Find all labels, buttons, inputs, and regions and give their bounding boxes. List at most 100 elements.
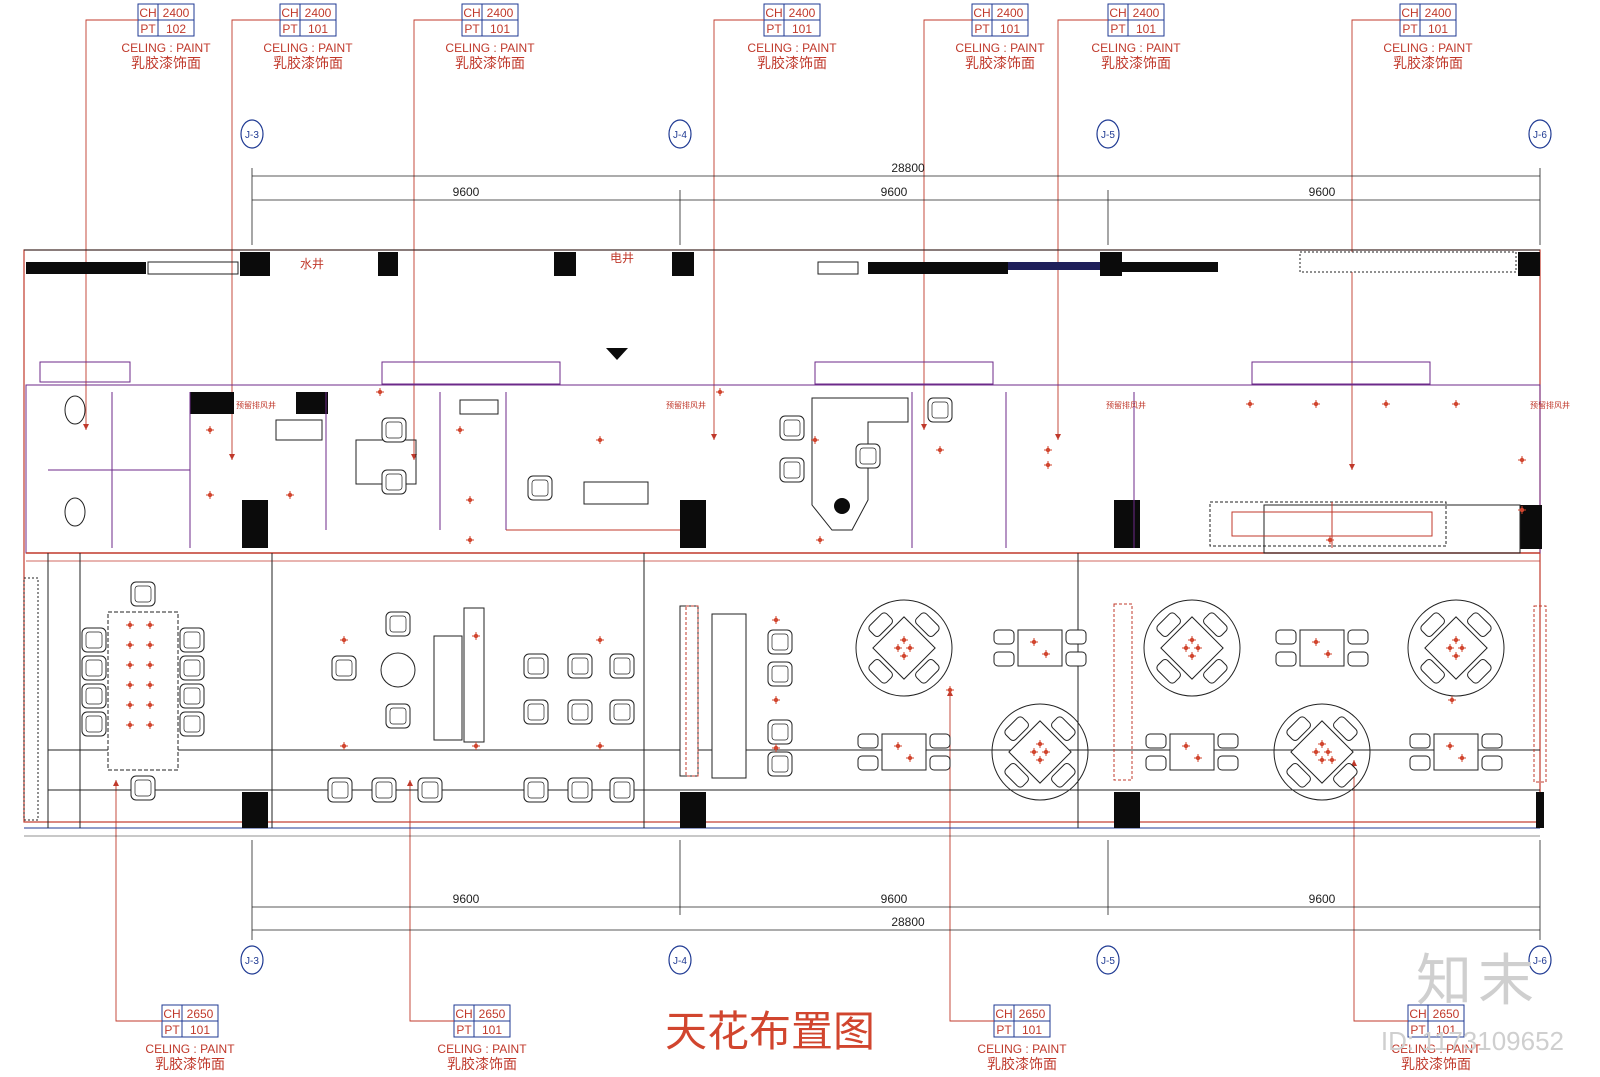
top-tag-6-pt-value: 101 <box>1136 22 1156 36</box>
top-tag-2-ch-label: CH <box>281 6 298 20</box>
top-tag-5-material-cn: 乳胶漆饰面 <box>965 55 1035 72</box>
axis-label-bottom-1: J-3 <box>245 956 259 967</box>
top-tag-7-ch-value: 2400 <box>1425 6 1452 20</box>
top-tag-2-ch-value: 2400 <box>305 6 332 20</box>
top-tag-1-pt-value: 102 <box>166 22 186 36</box>
bottom-tag-1-material-cn: 乳胶漆饰面 <box>155 1056 225 1073</box>
exhaust-note-3: 预留排风井 <box>1106 400 1146 410</box>
bottom-tag-2-material-cn: 乳胶漆饰面 <box>447 1056 517 1073</box>
furniture <box>64 395 1547 803</box>
top-tag-7-material-cn: 乳胶漆饰面 <box>1393 55 1463 72</box>
top-tag-2-pt-value: 101 <box>308 22 328 36</box>
top-tag-3-ch-label: CH <box>463 6 480 20</box>
top-tag-3-material-en: CELING : PAINT <box>445 41 535 55</box>
exhaust-note-4: 预留排风井 <box>1530 400 1570 410</box>
bottom-tag-4-ch-value: 2650 <box>1433 1007 1460 1021</box>
bottom-tag-3-material-en: CELING : PAINT <box>977 1042 1067 1056</box>
dim-bay-bottom-2: 9600 <box>881 892 908 906</box>
top-tag-1-material-cn: 乳胶漆饰面 <box>131 55 201 72</box>
drawing-title: 天花布置图 <box>665 1007 875 1056</box>
axis-markers <box>240 119 1552 975</box>
dim-bay-top-1: 9600 <box>453 185 480 199</box>
top-tag-3-pt-value: 101 <box>490 22 510 36</box>
dim-bay-bottom-3: 9600 <box>1309 892 1336 906</box>
top-tag-7-pt-value: 101 <box>1428 22 1448 36</box>
exhaust-note-1: 预留排风井 <box>236 400 276 410</box>
top-tag-6-material-en: CELING : PAINT <box>1091 41 1181 55</box>
bottom-tag-3-material-cn: 乳胶漆饰面 <box>987 1056 1057 1073</box>
electric-well-label: 电井 <box>610 251 634 265</box>
building-outline <box>23 249 1544 837</box>
axis-label-top-2: J-4 <box>673 130 687 141</box>
top-tag-5-material-en: CELING : PAINT <box>955 41 1045 55</box>
bottom-tag-2-material-en: CELING : PAINT <box>437 1042 527 1056</box>
top-tag-6-pt-label: PT <box>1110 22 1126 36</box>
top-tag-1-material-en: CELING : PAINT <box>121 41 211 55</box>
top-tag-7-pt-label: PT <box>1402 22 1418 36</box>
top-tag-2-material-cn: 乳胶漆饰面 <box>273 55 343 72</box>
top-tag-4-material-en: CELING : PAINT <box>747 41 837 55</box>
top-tag-7-material-en: CELING : PAINT <box>1383 41 1473 55</box>
top-tag-3-ch-value: 2400 <box>487 6 514 20</box>
bottom-tag-3-ch-value: 2650 <box>1019 1007 1046 1021</box>
top-tag-3-pt-label: PT <box>464 22 480 36</box>
bottom-tag-2-ch-value: 2650 <box>479 1007 506 1021</box>
dimension-lines-bottom <box>251 840 1541 940</box>
top-tag-7-ch-label: CH <box>1401 6 1418 20</box>
top-tag-6-ch-label: CH <box>1109 6 1126 20</box>
top-tag-4-ch-value: 2400 <box>789 6 816 20</box>
bottom-tag-1-ch-label: CH <box>163 1007 180 1021</box>
bottom-tag-2-pt-label: PT <box>456 1023 472 1037</box>
dim-bay-top-2: 9600 <box>881 185 908 199</box>
top-tag-4-pt-label: PT <box>766 22 782 36</box>
water-well-label: 水井 <box>300 257 324 271</box>
top-tag-5-pt-label: PT <box>974 22 990 36</box>
bottom-tag-3-pt-value: 101 <box>1022 1023 1042 1037</box>
top-tag-1-ch-label: CH <box>139 6 156 20</box>
top-tag-5-pt-value: 101 <box>1000 22 1020 36</box>
bottom-tag-2-ch-label: CH <box>455 1007 472 1021</box>
axis-label-bottom-3: J-5 <box>1101 956 1115 967</box>
dim-bay-bottom-1: 9600 <box>453 892 480 906</box>
dim-bay-top-3: 9600 <box>1309 185 1336 199</box>
bottom-tag-1-material-en: CELING : PAINT <box>145 1042 235 1056</box>
top-tag-5-ch-value: 2400 <box>997 6 1024 20</box>
top-tag-3-material-cn: 乳胶漆饰面 <box>455 55 525 72</box>
bottom-tag-1-pt-label: PT <box>164 1023 180 1037</box>
top-tag-6-material-cn: 乳胶漆饰面 <box>1101 55 1171 72</box>
bottom-tag-3-pt-label: PT <box>996 1023 1012 1037</box>
image-id-text: ID: 1173109652 <box>1380 1026 1564 1056</box>
axis-label-top-3: J-5 <box>1101 130 1115 141</box>
top-tag-1-pt-label: PT <box>140 22 156 36</box>
axis-label-bottom-4: J-6 <box>1533 956 1547 967</box>
dimension-lines-top <box>251 168 1541 245</box>
top-tag-2-pt-label: PT <box>282 22 298 36</box>
brand-watermark: 知末 <box>1416 949 1540 1014</box>
top-tag-4-ch-label: CH <box>765 6 782 20</box>
bottom-tag-4-material-cn: 乳胶漆饰面 <box>1401 1056 1471 1073</box>
axis-label-bottom-2: J-4 <box>673 956 687 967</box>
bottom-tag-4-pt-value: 101 <box>1436 1023 1456 1037</box>
bottom-tag-4-ch-label: CH <box>1409 1007 1426 1021</box>
bottom-tag-4-pt-label: PT <box>1410 1023 1426 1037</box>
top-tag-1-ch-value: 2400 <box>163 6 190 20</box>
dim-total-top: 28800 <box>891 161 925 175</box>
top-tag-6-ch-value: 2400 <box>1133 6 1160 20</box>
bottom-tag-4-material-en: CELING : PAINT <box>1391 1042 1481 1056</box>
bottom-tag-1-pt-value: 101 <box>190 1023 210 1037</box>
bottom-tag-1-ch-value: 2650 <box>187 1007 214 1021</box>
top-tag-2-material-en: CELING : PAINT <box>263 41 353 55</box>
